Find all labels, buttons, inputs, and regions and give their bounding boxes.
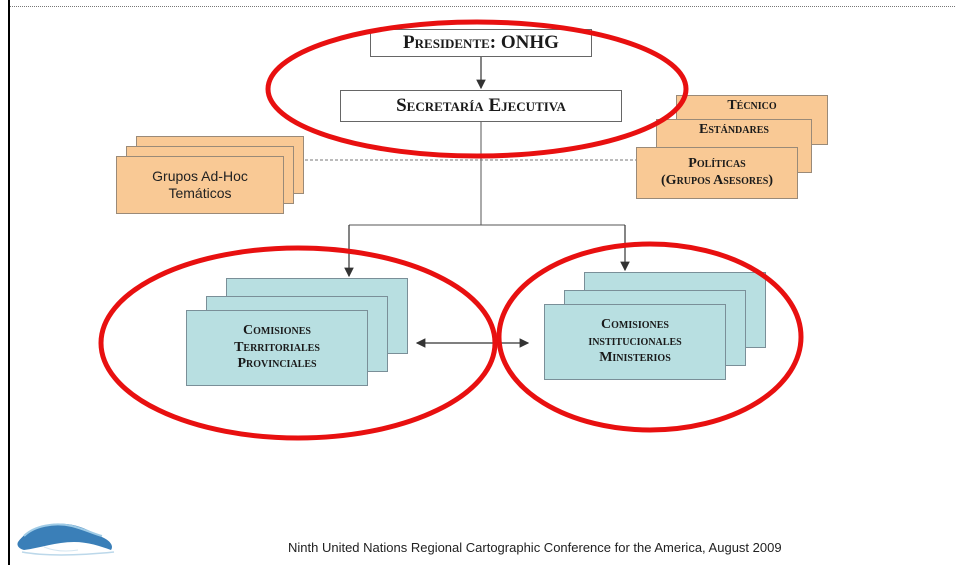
secretary-box: Secretaría Ejecutiva xyxy=(340,90,622,122)
politicas-label-line1: Políticas xyxy=(688,156,746,172)
territorial-label-line3: Provinciales xyxy=(237,356,317,372)
territorial-label-line1: Comisiones xyxy=(243,322,311,338)
estandares-label: Estándares xyxy=(699,122,769,137)
adhoc-groups-box: Grupos Ad-Hoc Temáticos xyxy=(116,156,284,214)
institutional-commissions-box: Comisiones institucionales Ministerios xyxy=(544,304,726,380)
footer-text: Ninth United Nations Regional Cartograph… xyxy=(288,540,782,555)
territorial-label-line2: Territoriales xyxy=(234,339,320,355)
tecnico-label: Técnico xyxy=(727,98,777,113)
left-border xyxy=(8,0,10,565)
politicas-box: Políticas (Grupos Asesores) xyxy=(636,147,798,199)
president-label: Presidente: ONHG xyxy=(403,31,559,53)
institutional-label-line3: Ministerios xyxy=(599,350,671,366)
highlight-ellipse-top xyxy=(265,19,689,159)
president-box: Presidente: ONHG xyxy=(370,29,592,57)
highlight-ellipse-left xyxy=(98,245,498,441)
adhoc-label-line1: Grupos Ad-Hoc xyxy=(152,168,248,185)
cuba-map-logo xyxy=(17,523,115,556)
top-divider xyxy=(10,6,955,7)
adhoc-label-line2: Temáticos xyxy=(168,185,232,201)
secretary-label: Secretaría Ejecutiva xyxy=(396,94,566,116)
institutional-label-line2: institucionales xyxy=(588,333,682,349)
highlight-ellipse-right xyxy=(496,241,804,433)
institutional-label-line1: Comisiones xyxy=(601,316,669,332)
territorial-commissions-box: Comisiones Territoriales Provinciales xyxy=(186,310,368,386)
politicas-label-line2: (Grupos Asesores) xyxy=(661,173,773,188)
